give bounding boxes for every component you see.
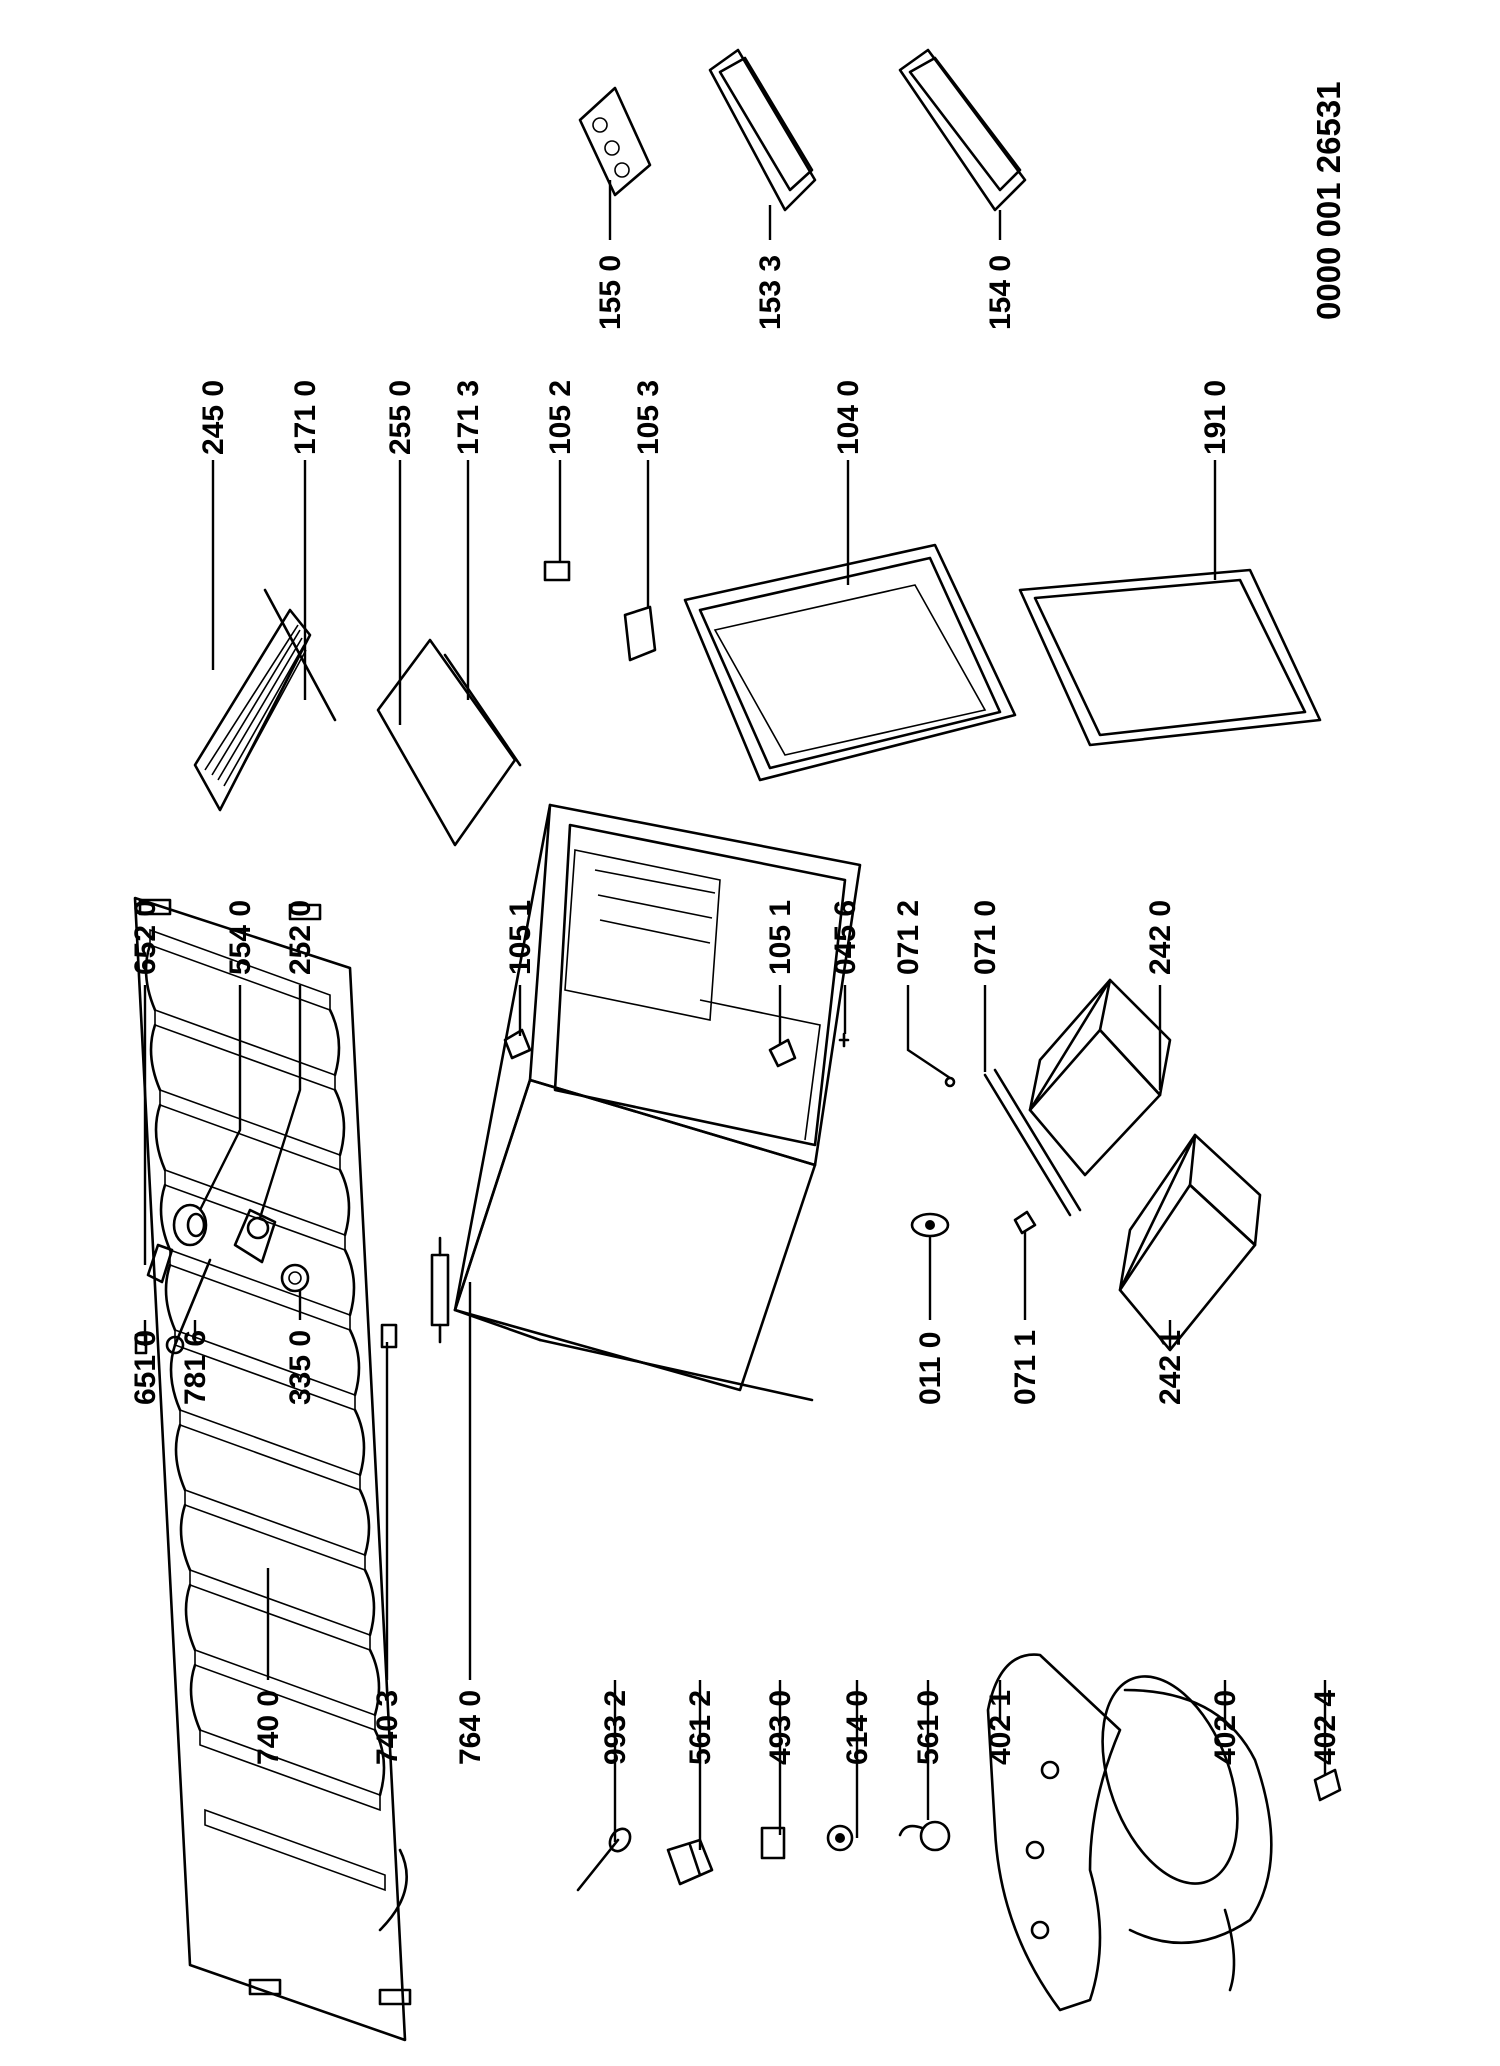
label-242-1: 242 1	[1154, 1330, 1187, 1405]
part-242-1-drawer	[1118, 1133, 1262, 1352]
label-171-0: 171 0	[289, 380, 322, 455]
label-993-2: 993 2	[599, 1690, 632, 1765]
part-071-0-bar	[983, 1068, 1082, 1217]
part-105-3-bracket	[623, 605, 657, 662]
label-402-1: 402 1	[984, 1690, 1017, 1765]
label-071-2: 071 2	[892, 900, 925, 975]
label-104-0: 104 0	[832, 380, 865, 455]
part-cabinet	[453, 803, 862, 1402]
label-764-0: 764 0	[454, 1690, 487, 1765]
part-191-0-gasket	[1018, 568, 1322, 747]
part-071-1-foot	[1013, 1210, 1037, 1235]
part-740-3-clip	[380, 1323, 398, 1349]
part-402-0-compressor	[1101, 1675, 1273, 1992]
label-154-0: 154 0	[984, 255, 1017, 330]
part-781-6-capillary	[165, 1258, 212, 1355]
part-045-6	[838, 1032, 850, 1048]
part-561-0-lamp	[898, 1820, 951, 1852]
label-071-0: 071 0	[969, 900, 1002, 975]
label-011-0: 011 0	[914, 1332, 947, 1405]
label-105-2: 105 2	[544, 380, 577, 455]
part-labels: 740 0 740 3 764 0 993 2 561 2 493 0 614 …	[129, 81, 1347, 1765]
part-402-1-base-plate	[986, 1653, 1122, 2012]
part-614-0-knob	[826, 1824, 854, 1852]
label-561-0: 561 0	[912, 1690, 945, 1765]
label-105-3: 105 3	[632, 380, 665, 455]
label-781-6: 781 6	[179, 1330, 212, 1405]
label-255-0: 255 0	[384, 380, 417, 455]
label-652-0: 652 0	[129, 900, 162, 975]
leader-lines	[143, 180, 1327, 1850]
label-554-0: 554 0	[224, 900, 257, 975]
part-011-0-leveling-foot	[910, 1212, 950, 1238]
label-614-0: 614 0	[841, 1690, 874, 1765]
part-764-0-drier	[430, 1236, 450, 1344]
label-402-4: 402 4	[1309, 1690, 1342, 1765]
part-105-2-bracket	[543, 560, 571, 582]
label-191-0: 191 0	[1199, 380, 1232, 455]
part-242-0-drawer	[1028, 978, 1172, 1177]
part-554-0-knob	[172, 1203, 208, 1247]
part-171-0-trim	[263, 588, 337, 722]
part-252-0-thermostat-housing	[233, 1208, 277, 1264]
part-104-0-door	[683, 543, 1017, 782]
part-105-1-hinge-bottom	[768, 1038, 797, 1068]
label-651-0: 651 0	[129, 1330, 162, 1405]
label-153-3: 153 3	[754, 255, 787, 330]
label-561-2: 561 2	[684, 1690, 717, 1765]
part-255-0-glass-shelf	[376, 638, 517, 847]
label-493-0: 493 0	[764, 1690, 797, 1765]
label-740-0: 740 0	[252, 1690, 285, 1765]
label-740-3: 740 3	[371, 1690, 404, 1765]
part-245-0-wire-shelf	[193, 608, 312, 812]
part-402-4-grommet	[1313, 1768, 1342, 1802]
label-155-0: 155 0	[594, 255, 627, 330]
label-402-0: 402 0	[1209, 1690, 1242, 1765]
part-561-2-switch	[666, 1838, 714, 1886]
part-171-3-trim	[443, 653, 522, 767]
part-993-2-sensor	[576, 1827, 632, 1892]
part-071-2-pin	[944, 1076, 956, 1088]
part-105-1-hinge-top	[503, 1028, 532, 1060]
part-493-0-relay	[760, 1826, 786, 1860]
label-105-1-bottom: 105 1	[764, 900, 797, 975]
diagram-reference-number: 0000 001 26531	[1310, 81, 1347, 320]
part-652-0	[146, 1243, 174, 1284]
label-245-0: 245 0	[197, 380, 230, 455]
label-071-1: 071 1	[1009, 1330, 1042, 1405]
label-045-6: 045 6	[829, 900, 862, 975]
label-335-0: 335 0	[284, 1330, 317, 1405]
part-155-0-egg-tray	[578, 86, 652, 197]
label-242-0: 242 0	[1144, 900, 1177, 975]
part-153-3-door-shelf	[708, 48, 817, 212]
part-condenser	[133, 896, 412, 2042]
label-171-3: 171 3	[452, 380, 485, 455]
part-154-0-door-shelf	[898, 48, 1027, 212]
label-105-1-top: 105 1	[504, 900, 537, 975]
part-335-0-ring	[280, 1263, 310, 1293]
label-252-0: 252 0	[284, 900, 317, 975]
